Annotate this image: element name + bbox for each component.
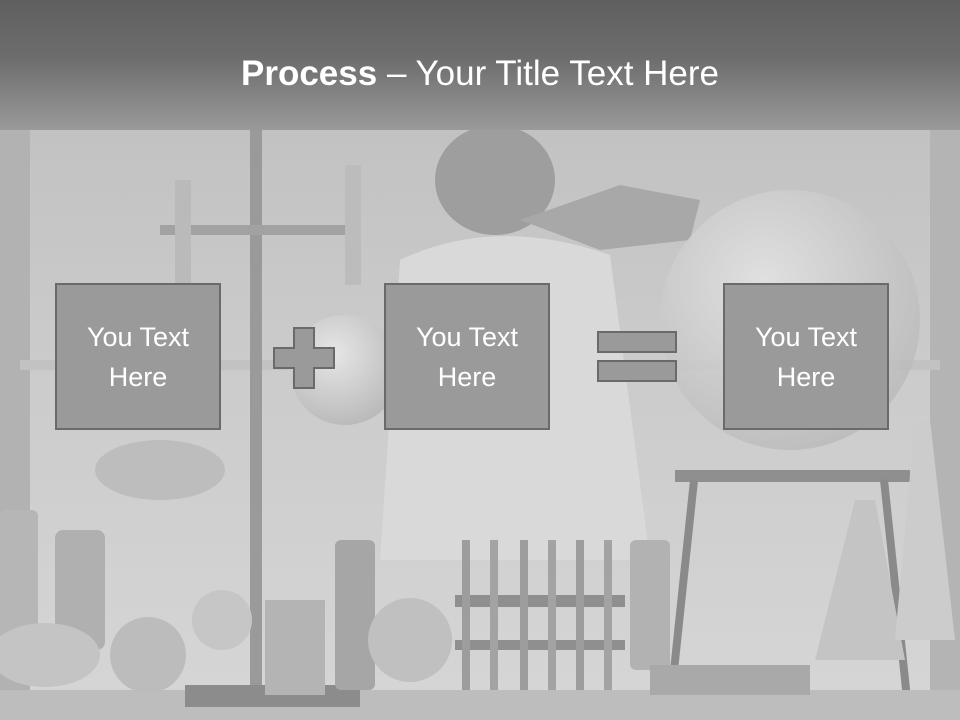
process-box-2[interactable]: You Text Here <box>384 283 550 430</box>
process-box-1-text: You Text Here <box>86 321 190 392</box>
process-box-3[interactable]: You Text Here <box>723 283 889 430</box>
process-box-1[interactable]: You Text Here <box>55 283 221 430</box>
slide-title: Process – Your Title Text Here <box>0 52 960 96</box>
title-rest: – Your Title Text Here <box>377 54 719 93</box>
process-box-3-text: You Text Here <box>754 321 858 392</box>
title-bold: Process <box>241 54 378 93</box>
process-box-2-text: You Text Here <box>415 321 519 392</box>
equals-icon <box>597 331 677 382</box>
title-band <box>0 0 960 130</box>
plus-icon <box>273 327 335 389</box>
